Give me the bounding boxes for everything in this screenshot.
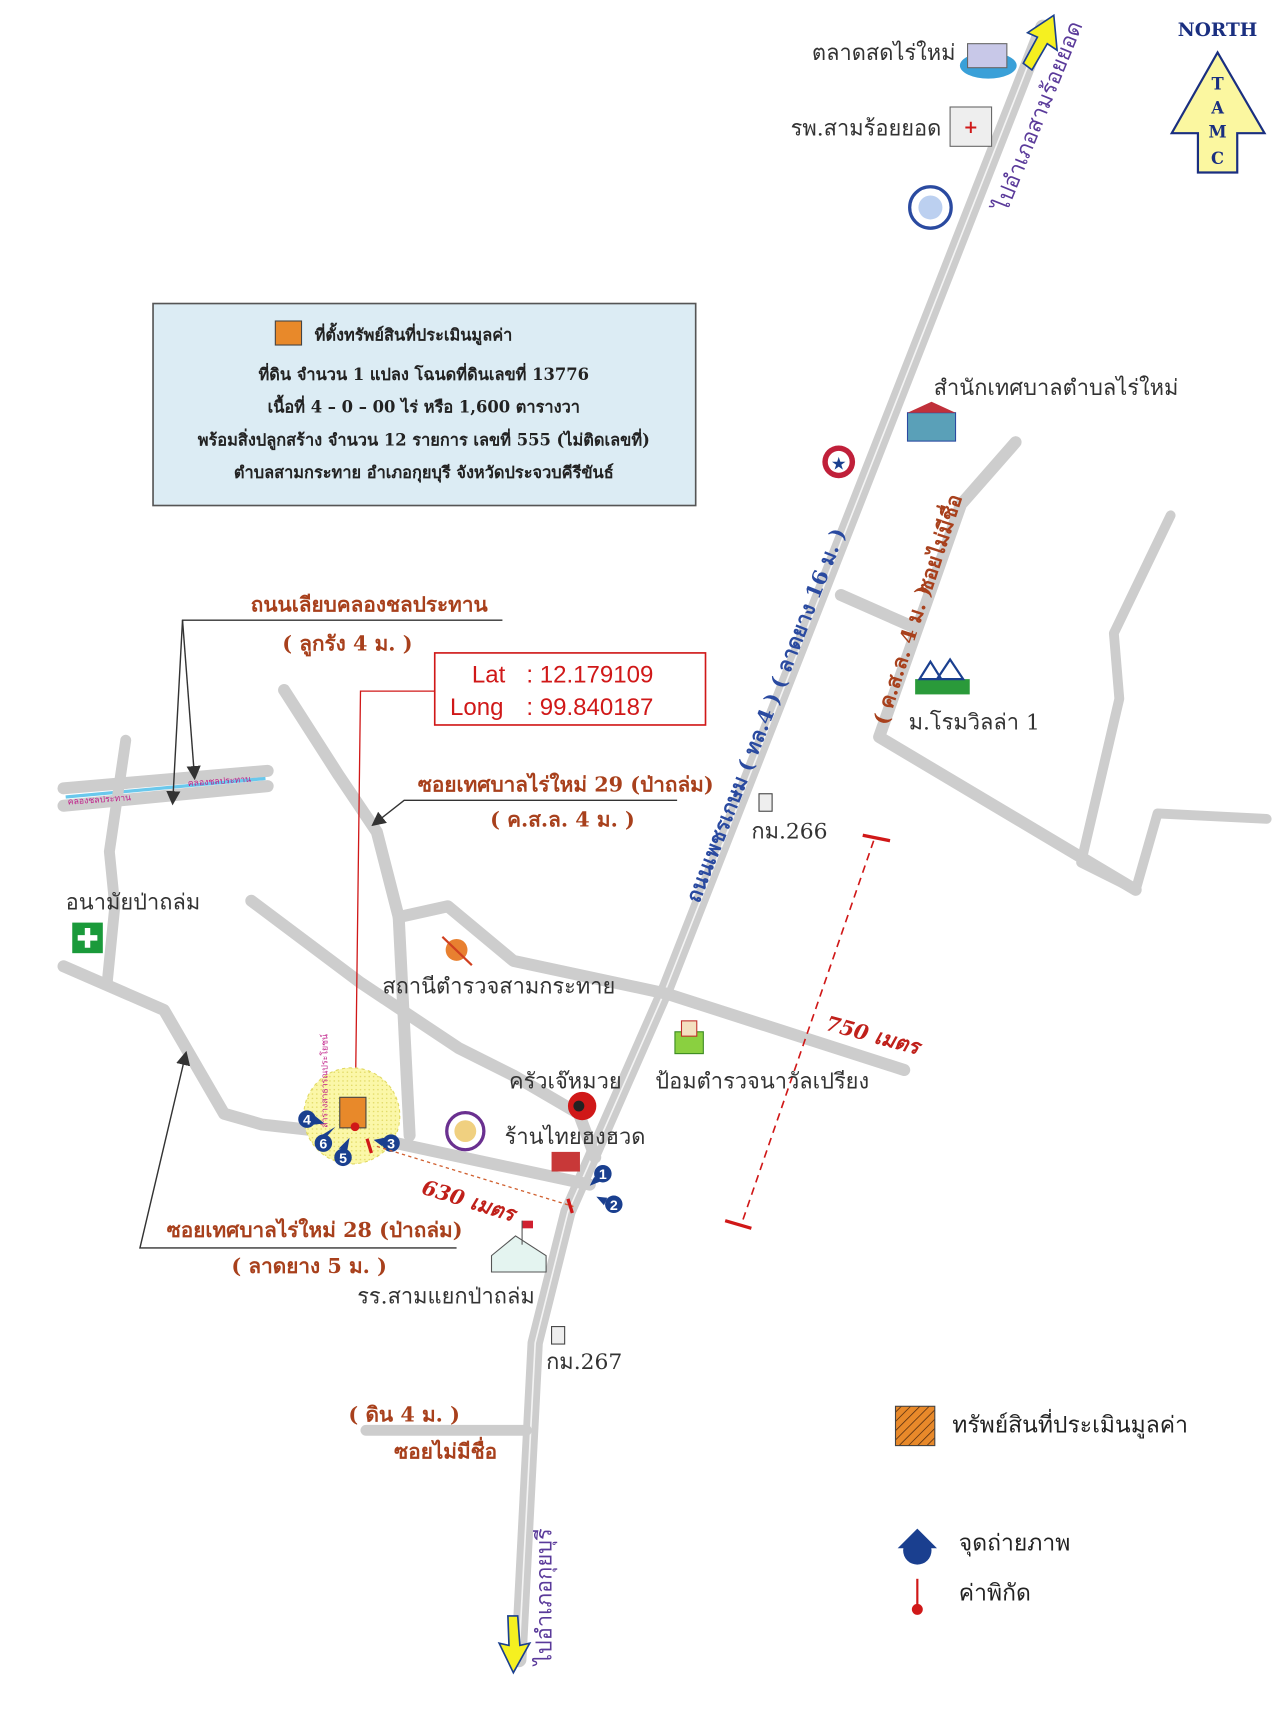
- restaurant-icon: [567, 1091, 597, 1121]
- shop-label: ร้านไทยฮงฮวด: [505, 1124, 646, 1150]
- north-letter: M: [1209, 123, 1227, 142]
- photo-marker-4[interactable]: 4: [298, 1110, 325, 1129]
- photo-marker-3[interactable]: 3: [373, 1134, 400, 1153]
- unnamed-soi-south-label: ซอยไม่มีชื่อ: [394, 1437, 497, 1464]
- market-icon: [959, 43, 1017, 79]
- unnamed-soi-ne-label: ซอยไม่มีชื่อ: [910, 490, 967, 596]
- gas-station-icon: ★: [822, 445, 856, 479]
- police-station-label: สถานีตำรวจสามกระทาย: [382, 975, 615, 1000]
- to-south-label: ไปอำเภอกุยบุรี: [532, 1528, 558, 1667]
- property-parcel: [339, 1096, 367, 1129]
- north-letter: C: [1211, 149, 1224, 168]
- km267-label: กม.267: [546, 1350, 622, 1375]
- north-direction-arrow-icon: [1022, 13, 1059, 72]
- photo-marker-6[interactable]: 6: [314, 1126, 336, 1153]
- svg-text:3: 3: [387, 1137, 395, 1153]
- police-box-label: ป้อมตำรวจนาวัลเปรียง: [655, 1070, 869, 1095]
- distance-750: 750 เมตร: [724, 833, 925, 1230]
- property-swatch-icon: [274, 320, 303, 346]
- property-info-box: ที่ตั้งทรัพย์สินที่ประเมินมูลค่า ที่ดิน …: [152, 302, 697, 507]
- photo-marker-2[interactable]: 2: [596, 1195, 623, 1214]
- km266-label: กม.266: [751, 820, 827, 845]
- hospital-icon: +: [949, 106, 993, 147]
- hospital-label: รพ.สามร้อยยอด: [791, 116, 942, 141]
- info-line: พร้อมสิ่งปลูกสร้าง จำนวน 12 รายการ เลขที…: [198, 427, 650, 451]
- canal-road-label: ถนนเลียบคลองชลประทาน: [251, 592, 489, 616]
- info-line: เนื้อที่ 4 – 0 – 00 ไร่ หรือ 1,600 ตาราง…: [268, 395, 580, 417]
- temple-seal-icon: [908, 185, 953, 230]
- soi29-spec: ( ค.ส.ล. 4 ม. ): [490, 808, 635, 832]
- svg-text:+: +: [964, 118, 979, 138]
- svg-text:4: 4: [303, 1113, 311, 1129]
- canal-road-spec: ( ลูกรัง 4 ม. ): [282, 632, 412, 658]
- south-direction-arrow-icon: [497, 1615, 532, 1675]
- photo-marker-5[interactable]: 5: [334, 1137, 352, 1167]
- distance-630: 630 เมตร: [365, 1138, 574, 1227]
- lat-label: Lat: [472, 661, 506, 688]
- soi28-spec: ( ลาดยาง 5 ม. ): [231, 1254, 387, 1278]
- shop-icon: [551, 1151, 580, 1172]
- north-indicator: NORTH T A M C: [1169, 20, 1267, 174]
- legend-coordinate-pin-icon: [911, 1578, 923, 1615]
- unnamed-soi-south-spec: ( ดิน 4 ม. ): [348, 1403, 459, 1427]
- municipality-label: สำนักเทศบาลตำบลไร่ใหม่: [934, 375, 1179, 401]
- royal-seal-icon: [445, 1110, 486, 1152]
- public-area-label: ลำรางสาธารณประโยชน์: [320, 1034, 331, 1128]
- village-label: ม.โรมวิลล่า 1: [909, 709, 1040, 735]
- north-letter: A: [1210, 99, 1224, 118]
- lat-value: : 12.179109: [526, 661, 653, 688]
- legend-property-label: ทรัพย์สินที่ประเมินมูลค่า: [952, 1408, 1188, 1438]
- coordinate-pin-icon: [350, 1122, 360, 1132]
- svg-text:5: 5: [339, 1151, 347, 1167]
- km266-marker-icon: [758, 793, 773, 812]
- svg-text:2: 2: [610, 1198, 618, 1214]
- map-legend: ทรัพย์สินที่ประเมินมูลค่า จุดถ่ายภาพ ค่า…: [894, 1405, 1188, 1615]
- police-station-icon: [441, 936, 473, 966]
- photo-markers: 1 2 3 4 5 6: [298, 1110, 623, 1214]
- coordinate-box: Lat : 12.179109 Long : 99.840187: [354, 652, 707, 1127]
- north-arrow-icon: [1169, 50, 1267, 174]
- info-line: ที่ดิน จำนวน 1 แปลง โฉนดที่ดินเลขที่ 137…: [259, 362, 590, 384]
- km267-marker-icon: [551, 1326, 566, 1345]
- soi29-label: ซอยเทศบาลไร่ใหม่ 29 (ป่าถล่ม): [418, 772, 714, 797]
- village-icon: [915, 657, 970, 695]
- restaurant-label: ครัวเจ๊หมวย: [509, 1070, 622, 1095]
- svg-text:1: 1: [599, 1167, 607, 1183]
- legend-photo-point-icon: [897, 1528, 937, 1565]
- svg-text:★: ★: [831, 454, 847, 474]
- health-center-icon: [72, 922, 103, 954]
- school-icon: [490, 1220, 547, 1273]
- svg-text:6: 6: [319, 1137, 327, 1153]
- highway-label: ถนนเพชรเกษม ( ทล.4 ) ( ลาดยาง 16 ม. ): [681, 525, 850, 906]
- police-box-icon: [674, 1020, 704, 1055]
- long-value: : 99.840187: [526, 694, 653, 721]
- info-title: ที่ตั้งทรัพย์สินที่ประเมินมูลค่า: [315, 323, 513, 347]
- photo-marker-1[interactable]: 1: [589, 1164, 612, 1186]
- legend-property-swatch-icon: [894, 1405, 936, 1447]
- health-center-label: อนามัยป่าถล่ม: [66, 890, 201, 915]
- info-line: ตำบลสามกระทาย อำเภอกุยบุรี จังหวัดประจวบ…: [234, 463, 614, 483]
- canal-label: คลองชลประทาน: [67, 793, 131, 807]
- north-letter: T: [1211, 75, 1223, 94]
- canal-label: คลองชลประทาน: [187, 775, 251, 789]
- north-label: NORTH: [1178, 20, 1258, 41]
- long-label: Long: [450, 694, 503, 721]
- soi28-label: ซอยเทศบาลไร่ใหม่ 28 (ป่าถล่ม): [167, 1217, 463, 1242]
- market-label: ตลาดสดไร่ใหม่: [812, 40, 956, 66]
- legend-coordinate-label: ค่าพิกัด: [959, 1581, 1031, 1607]
- school-label: รร.สามแยกป่าถล่ม: [357, 1285, 535, 1310]
- unnamed-soi-ne-spec: ( ค.ส.ล. 4 ม. ): [869, 583, 937, 728]
- legend-photo-point-label: จุดถ่ายภาพ: [959, 1530, 1071, 1556]
- road-network: [57, 19, 1272, 1668]
- municipality-icon: [906, 401, 957, 442]
- leader-lines: [139, 619, 678, 1249]
